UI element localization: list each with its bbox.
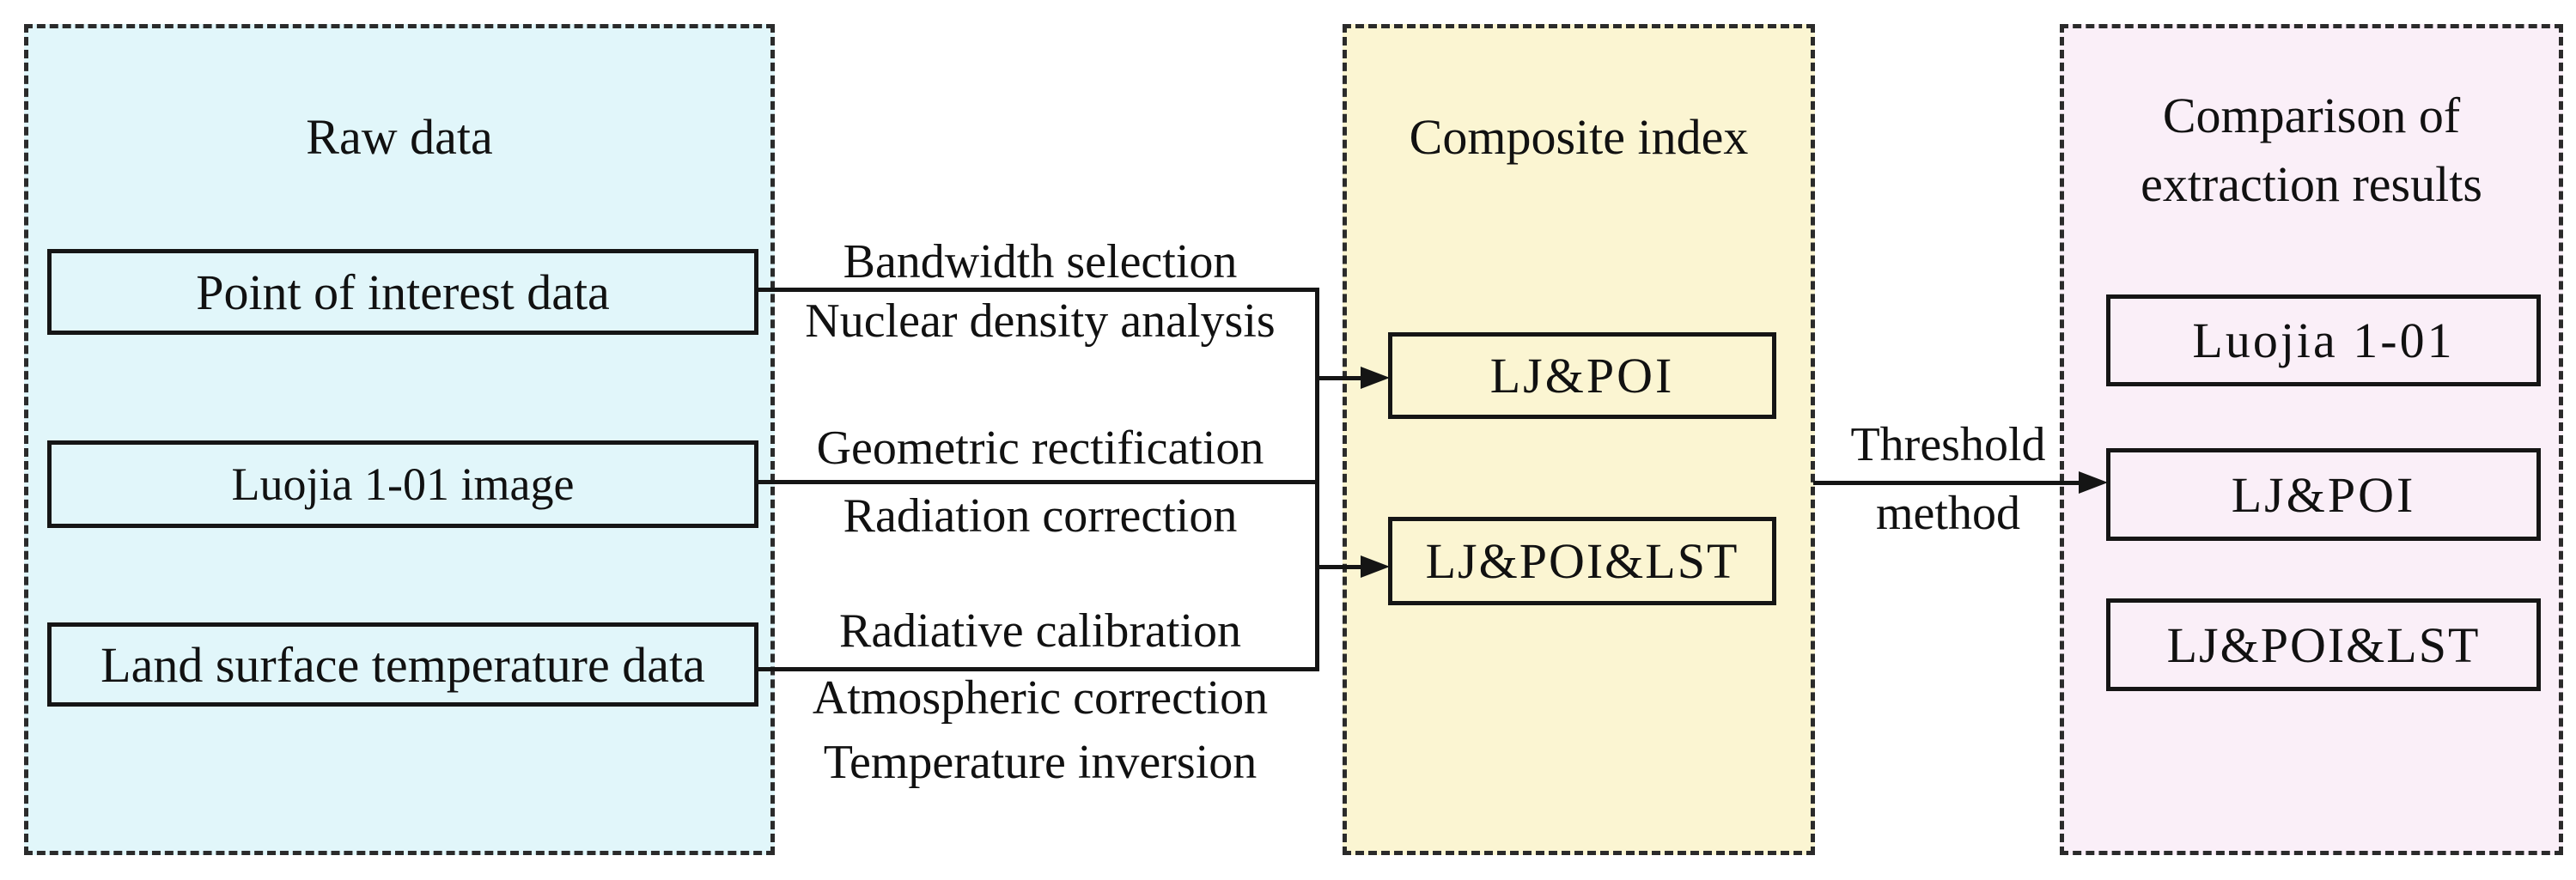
comparison-ljpoilst-box: LJ&POI&LST [2106,598,2541,691]
luojia-image-box: Luojia 1-01 image [47,440,758,528]
comparison-ljpoilst-label: LJ&POI&LST [2166,616,2481,673]
comparison-ljpoi-label: LJ&POI [2231,466,2416,523]
raw-data-panel [24,24,775,855]
label-radiation-correction: Radiation correction [843,489,1238,543]
comparison-ljpoi-box: LJ&POI [2106,448,2541,541]
arrow-line-ljpoilst [1315,565,1367,569]
comparison-title-line1: Comparison of [2162,88,2461,143]
label-atmospheric-correction: Atmospheric correction [812,671,1269,725]
arrowhead-threshold [2079,471,2108,494]
arrow-line-ljpoi [1315,376,1367,380]
comparison-luojia-label: Luojia 1-01 [2192,313,2455,368]
composite-index-panel [1343,24,1815,855]
comparison-title: Comparison of extraction results [2060,82,2563,219]
poi-data-box: Point of interest data [47,249,758,335]
composite-index-title: Composite index [1409,109,1749,165]
ljpoi-index-box: LJ&POI [1388,332,1776,419]
connector-line-poi [756,288,1319,292]
ljpoi-index-label: LJ&POI [1489,348,1675,404]
comparison-luojia-box: Luojia 1-01 [2106,294,2541,386]
lst-data-box: Land surface temperature data [47,622,758,707]
lst-data-label: Land surface temperature data [100,636,705,693]
ljpoilst-index-box: LJ&POI&LST [1388,517,1776,605]
label-threshold-method: Threshold method [1819,410,2077,548]
connector-line-lst [756,667,1319,671]
label-threshold-line2: method [1876,487,2020,540]
luojia-image-label: Luojia 1-01 image [231,458,575,510]
label-temperature-inversion: Temperature inversion [823,736,1258,789]
label-threshold-line1: Threshold [1850,418,2046,471]
label-radiative-calibration: Radiative calibration [838,604,1242,658]
arrowhead-ljpoi [1361,367,1390,389]
collector-line [1315,288,1319,671]
arrowhead-ljpoilst [1361,555,1390,578]
label-bandwidth-selection: Bandwidth selection [843,235,1238,288]
comparison-title-line2: extraction results [2141,156,2482,212]
poi-data-label: Point of interest data [196,264,610,320]
label-nuclear-density-analysis: Nuclear density analysis [805,294,1276,348]
raw-data-title: Raw data [306,109,493,165]
arrow-line-threshold [1813,481,2081,485]
connector-line-luojia [756,480,1319,484]
comparison-panel [2060,24,2563,855]
label-geometric-rectification: Geometric rectification [816,422,1264,475]
ljpoilst-index-label: LJ&POI&LST [1425,533,1739,589]
